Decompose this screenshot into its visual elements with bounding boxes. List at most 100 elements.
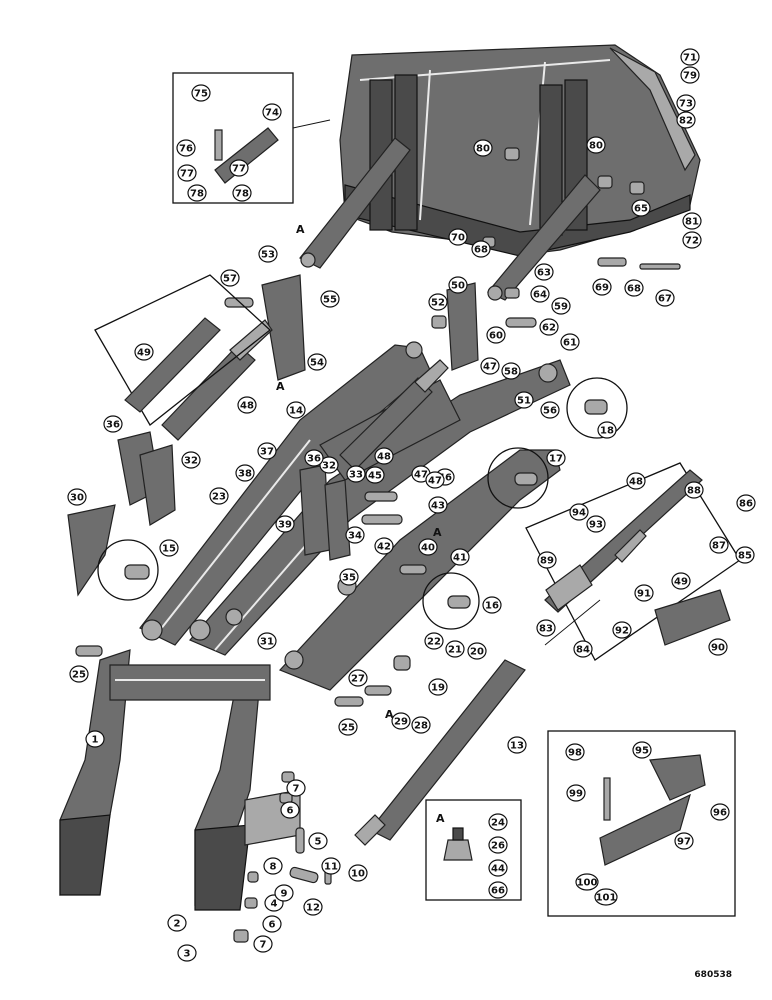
callout-circle — [671, 572, 691, 590]
callout-57: 57 — [220, 269, 240, 287]
callout-number: 87 — [712, 541, 726, 552]
callout-9: 9 — [274, 884, 294, 902]
small-hardware — [75, 491, 427, 943]
callout-circle — [676, 94, 696, 112]
callout-number: 79 — [683, 71, 697, 82]
callout-circle — [391, 712, 411, 730]
callout-number: 63 — [537, 268, 551, 279]
callout-number: 77 — [232, 164, 246, 175]
callout-81: 81 — [682, 212, 702, 230]
callout-circle — [551, 297, 571, 315]
callout-40: 40 — [418, 538, 438, 556]
callout-number: 81 — [685, 217, 699, 228]
callout-number: 64 — [533, 290, 547, 301]
callout-number: 22 — [427, 637, 441, 648]
callout-circle — [488, 859, 508, 877]
callout-number: 33 — [349, 470, 363, 481]
callout-number: 37 — [260, 447, 274, 458]
view-marker-a: A — [433, 526, 442, 539]
callout-number: 92 — [615, 626, 629, 637]
callout-number: 96 — [713, 808, 727, 819]
callout-circle — [676, 111, 696, 129]
callout-38: 38 — [235, 464, 255, 482]
callout-circle — [634, 584, 654, 602]
callout-48: 48 — [374, 447, 394, 465]
callout-circle — [374, 537, 394, 555]
callout-14: 14 — [286, 401, 306, 419]
callout-circle — [594, 888, 618, 906]
callout-circle — [345, 526, 365, 544]
callout-circle — [682, 231, 702, 249]
callout-circle — [176, 139, 196, 157]
fitting-callout-26: 26 — [488, 836, 508, 854]
callout-circle — [428, 496, 448, 514]
callout-circle — [235, 464, 255, 482]
callout-number: 49 — [137, 348, 151, 359]
callout-15: 15 — [159, 539, 179, 557]
callout-1: 1 — [85, 730, 105, 748]
callout-number: 68 — [627, 284, 641, 295]
callout-number: 21 — [448, 645, 462, 656]
callout-82: 82 — [676, 111, 696, 129]
callout-51: 51 — [514, 391, 534, 409]
callout-number: 23 — [212, 492, 226, 503]
callout-74: 74 — [262, 103, 282, 121]
callout-circle — [450, 548, 470, 566]
callout-circle — [597, 421, 617, 439]
callout-95: 95 — [632, 741, 652, 759]
callout-circle — [167, 914, 187, 932]
callout-number: 82 — [679, 116, 693, 127]
callout-number: 47 — [483, 362, 497, 373]
callout-19: 19 — [428, 678, 448, 696]
fitting-callout-66: 66 — [488, 881, 508, 899]
callout-number: 27 — [351, 674, 365, 685]
callout-number: 71 — [683, 53, 697, 64]
callout-number: 90 — [711, 643, 725, 654]
callout-21: 21 — [445, 640, 465, 658]
callout-number: 25 — [72, 670, 86, 681]
callout-circle — [177, 944, 197, 962]
callout-69: 69 — [592, 278, 612, 296]
callout-number: 8 — [270, 862, 277, 873]
callout-circle — [680, 66, 700, 84]
callout-circle — [448, 228, 468, 246]
callout-number: 26 — [491, 841, 505, 852]
callout-94: 94 — [569, 503, 589, 521]
callout-6: 6 — [262, 915, 282, 933]
callout-number: 34 — [348, 531, 362, 542]
callout-number: 55 — [323, 295, 337, 306]
callout-37: 37 — [257, 442, 277, 460]
callout-75: 75 — [191, 84, 211, 102]
callout-circle — [275, 515, 295, 533]
callout-83: 83 — [536, 619, 556, 637]
callout-86: 86 — [736, 494, 756, 512]
view-marker-a: A — [296, 223, 305, 236]
callout-number: 3 — [184, 949, 191, 960]
callout-circle — [631, 199, 651, 217]
callout-number: 59 — [554, 302, 568, 313]
callout-90: 90 — [708, 638, 728, 656]
callout-70: 70 — [448, 228, 468, 246]
callout-circle — [303, 898, 323, 916]
callout-35: 35 — [339, 568, 359, 586]
callout-25: 25 — [69, 665, 89, 683]
callout-circle — [134, 343, 154, 361]
callout-49: 49 — [671, 572, 691, 590]
callout-circle — [85, 730, 105, 748]
callout-number: 98 — [568, 748, 582, 759]
callout-circle — [573, 640, 593, 658]
callout-87: 87 — [709, 536, 729, 554]
callout-10: 10 — [348, 864, 368, 882]
callout-circle — [286, 401, 306, 419]
callout-number: 40 — [421, 543, 435, 554]
callout-number: 45 — [368, 471, 382, 482]
callout-number: 84 — [576, 645, 590, 656]
callout-number: 68 — [474, 245, 488, 256]
callout-12: 12 — [303, 898, 323, 916]
callout-circle — [530, 285, 550, 303]
callout-circle — [632, 741, 652, 759]
callout-circle — [280, 801, 300, 819]
callout-16: 16 — [482, 596, 502, 614]
callout-number: 54 — [310, 358, 324, 369]
